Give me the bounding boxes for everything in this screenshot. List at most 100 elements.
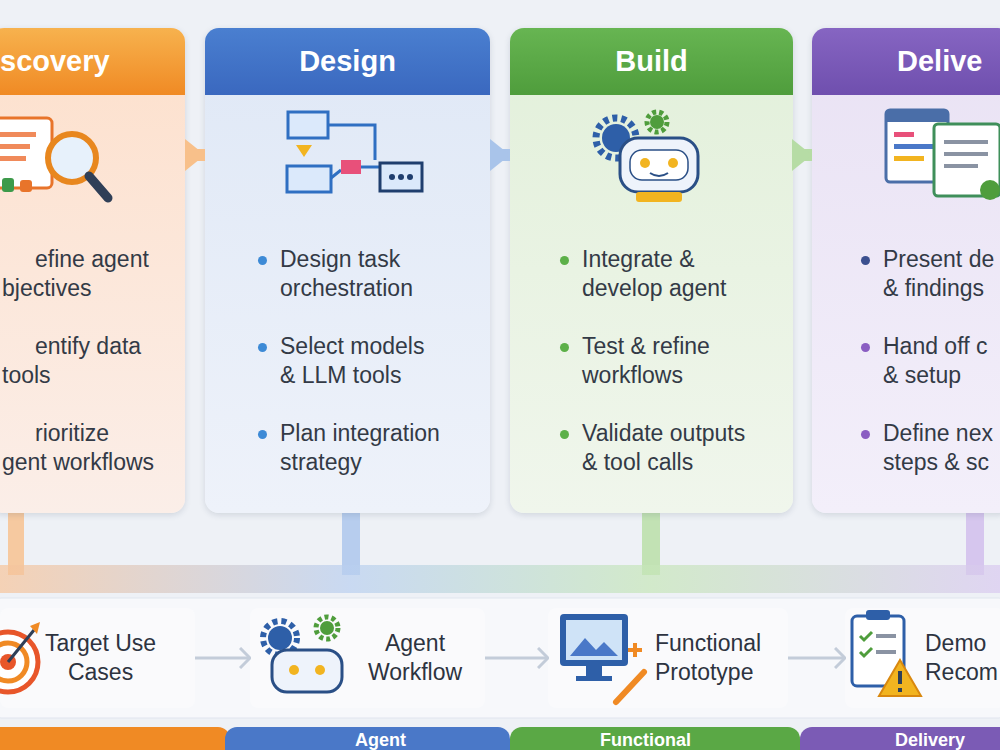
phase-header: scovery [0, 28, 185, 95]
flow-marker [296, 145, 312, 157]
bullet-text: Plan integration strategy [280, 419, 443, 477]
tool-block [20, 180, 32, 192]
gear-teeth [316, 617, 338, 639]
bullet-text: Select models & LLM tools [280, 332, 443, 390]
bullet-list: efine agent bjectives entify data tools ri… [2, 245, 158, 506]
flow-connector [485, 657, 548, 660]
bullet-text: efine agent bjectives [2, 245, 158, 303]
bullet-text: Define nex steps & sc [883, 419, 1000, 477]
text-line [944, 140, 988, 144]
flow-node [341, 160, 361, 174]
bullet-list: Present de & findingsHand off c & setupD… [883, 245, 1000, 506]
bullet-dot [861, 430, 870, 439]
phase-title: scovery [0, 45, 110, 77]
deliverable-item: Demo Recom [845, 608, 1000, 708]
text-line [894, 156, 924, 161]
gear-teeth [647, 112, 667, 132]
flow-connector [185, 149, 205, 161]
clipboard-clip [866, 610, 890, 620]
bullet-dot [560, 343, 569, 352]
phase-header: Design [205, 28, 490, 95]
monitor-frame [560, 614, 628, 666]
phase-title: Delive [897, 45, 982, 77]
bullet-item: Define nex steps & sc [883, 419, 1000, 477]
check-mark [860, 632, 872, 656]
bullet-text: Hand off c & setup [883, 332, 1000, 390]
clipboard [852, 616, 904, 686]
flow-wire [328, 125, 375, 160]
phase-stem [342, 505, 360, 575]
bullet-text: Design task orchestration [280, 245, 443, 303]
text-line [944, 164, 978, 168]
band-label: Delivery [895, 730, 965, 750]
monitor-screen [566, 620, 622, 660]
band-label: Agent [355, 730, 406, 750]
check-badge [980, 180, 1000, 200]
timeline-bar [0, 565, 1000, 593]
bullet-dot [861, 343, 870, 352]
flow-dot [407, 174, 413, 180]
bullet-text: Integrate & develop agent [582, 245, 762, 303]
flow-dot [389, 174, 395, 180]
document-shape [0, 118, 52, 188]
phase-band [0, 727, 230, 750]
gear-body [602, 124, 630, 152]
bullet-text: rioritize gent workflows [2, 419, 158, 477]
robot-face [630, 150, 688, 180]
discovery-icon [0, 118, 108, 198]
phase-title: Design [299, 45, 396, 77]
target-arrow [8, 630, 34, 662]
robot-eye [289, 665, 299, 675]
bullet-text: entify data tools [2, 332, 158, 390]
bullet-item: Plan integration strategy [280, 419, 443, 477]
robot-eye [315, 665, 325, 675]
warning-mark [898, 688, 902, 692]
phase-stem [642, 505, 660, 575]
robot-head [272, 650, 342, 692]
item-label: Demo Recom [925, 629, 1000, 687]
document-shape [886, 110, 948, 182]
plus-sign [628, 643, 642, 657]
magnifier-handle [89, 176, 108, 198]
tool-block [2, 178, 14, 192]
text-line [876, 634, 896, 638]
document-shape [934, 124, 1000, 196]
deliverable-item: Target Use Cases [0, 608, 195, 708]
bullet-item: Present de & findings [883, 245, 1000, 303]
target-ring [0, 643, 27, 681]
robot-eye [668, 158, 678, 168]
deliverable-item: Functional Prototype [548, 608, 788, 708]
robot-body [636, 192, 682, 202]
phase-band: Delivery [800, 727, 1000, 750]
phase-column: DelivePresent de & findingsHand off c & … [812, 28, 1000, 513]
bullet-dot [560, 256, 569, 265]
bullet-dot [258, 430, 267, 439]
design-icon [287, 112, 422, 192]
phase-stem [8, 505, 24, 575]
phase-title: Build [615, 45, 688, 77]
bullet-dot [258, 343, 267, 352]
bullet-item: Design task orchestration [280, 245, 443, 303]
screen-image [570, 638, 618, 656]
bullet-dot [258, 256, 267, 265]
monitor-stand [586, 666, 602, 676]
bullet-text: Validate outputs & tool calls [582, 419, 762, 477]
flow-connector [788, 657, 845, 660]
item-label: Agent Workflow [355, 629, 475, 687]
bullet-text: Present de & findings [883, 245, 1000, 303]
target-icon [0, 622, 40, 692]
phase-column: BuildIntegrate & develop agentTest & ref… [510, 28, 793, 513]
workflow-icon [263, 617, 342, 692]
wrench [616, 672, 644, 702]
gear-body [268, 626, 292, 650]
robot-eye [640, 158, 650, 168]
bullet-item: rioritize gent workflows [2, 419, 158, 477]
item-label: Target Use Cases [44, 629, 157, 687]
flow-connector [490, 149, 510, 161]
phase-column: scovery efine agent bjectives entify data … [0, 28, 185, 513]
gear-teeth [596, 118, 636, 158]
gear-body [650, 115, 664, 129]
